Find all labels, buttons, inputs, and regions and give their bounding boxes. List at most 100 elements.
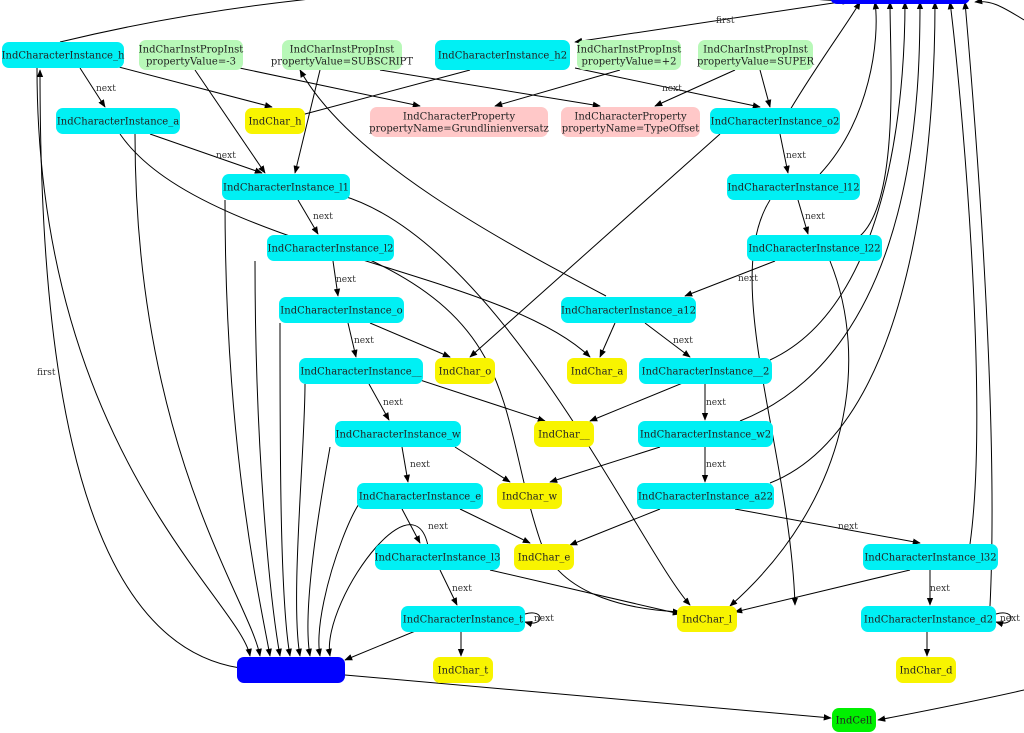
- edge-next-h-a: [79, 67, 106, 108]
- node-box: [861, 606, 996, 632]
- node-us2: IndCharacterInstance__2: [639, 358, 772, 384]
- node-ch_l: IndChar_l: [677, 606, 737, 632]
- node-box: [245, 108, 305, 134]
- node-l3: IndCharacterInstance_l3: [375, 544, 500, 570]
- node-box: [335, 421, 461, 447]
- node-label: propertyName=TypeOffset: [562, 124, 699, 135]
- edge-a22-list2: [769, 1, 939, 484]
- edge-o-ch_o: [369, 322, 451, 358]
- node-ch_us: IndChar__: [534, 421, 594, 447]
- edge-label-next: next: [96, 84, 116, 94]
- node-box: [2, 42, 124, 68]
- node-label: IndCharacterInstance_t: [403, 615, 523, 626]
- node-ch_h: IndChar_h: [245, 108, 305, 134]
- edge-layer: [36, 0, 1024, 722]
- node-box: [561, 297, 696, 323]
- node-box: [863, 544, 998, 570]
- node-box: [375, 544, 500, 570]
- edge-l3-list1: [325, 524, 431, 657]
- edge-h-list2: [59, 0, 851, 43]
- node-label: IndCharacterInstance_l1: [223, 183, 349, 194]
- node-box: [832, 708, 876, 732]
- node-label: IndCharInstPropInst: [577, 45, 682, 56]
- edge-label-next: next: [930, 584, 950, 594]
- edge-next-l12-l22: [797, 199, 810, 235]
- node-label: IndCharacterInstance_w: [336, 430, 461, 441]
- node-a22: IndCharacterInstance_a22: [637, 483, 774, 509]
- edge-us-list1: [295, 383, 306, 657]
- edge-pi4-pr2: [654, 69, 736, 107]
- edge-o2-ch_o: [469, 133, 721, 358]
- edge-label-next: next: [805, 212, 825, 222]
- node-box: [567, 358, 627, 384]
- node-box: [433, 657, 493, 683]
- edge-next-l22-a12: [684, 260, 776, 297]
- edge-e-ch_e: [459, 508, 531, 544]
- edge-label-first: first: [716, 16, 735, 26]
- edge-l12-list2: [819, 1, 880, 175]
- edge-a-list1: [134, 133, 262, 657]
- node-l1: IndCharacterInstance_l1: [222, 174, 350, 200]
- edge-h-ch_h: [114, 65, 273, 109]
- node-label: IndCharacterInstance__2: [642, 367, 770, 378]
- edge-next-l2-o: [332, 260, 341, 297]
- node-list2: [830, 0, 970, 4]
- node-l12: IndCharacterInstance_l12: [727, 174, 860, 200]
- node-label: IndChar_l: [682, 615, 732, 626]
- edge-label-next: next: [1000, 614, 1020, 624]
- node-label: IndCharacterInstance_a12: [561, 306, 696, 317]
- edge-label-next: next: [786, 151, 806, 161]
- node-box: [710, 108, 840, 134]
- edge-us2-ch_us: [589, 379, 691, 422]
- edge-next-a-l1: [149, 133, 263, 174]
- edge-o2-list2: [789, 1, 861, 111]
- edge-l22-list2: [859, 1, 894, 237]
- edge-right-cell: [877, 689, 1024, 722]
- edge-next-d2-self: [995, 612, 1012, 628]
- edge-label-next: next: [410, 460, 430, 470]
- node-label: IndChar__: [538, 430, 590, 441]
- edge-l32-ch_l: [734, 569, 911, 614]
- edge-label-next: next: [738, 274, 758, 284]
- node-ch_e: IndChar_e: [514, 544, 574, 570]
- node-w: IndCharacterInstance_w: [335, 421, 461, 447]
- node-cell: IndCell: [832, 708, 876, 732]
- edge-us-ch_us: [419, 379, 546, 422]
- edge-d2-list2: [962, 1, 993, 607]
- node-ch_o: IndChar_o: [435, 358, 495, 384]
- node-h: IndCharacterInstance_h: [2, 42, 125, 68]
- edge-label-next: next: [838, 522, 858, 532]
- node-label: propertyValue=SUPER: [697, 57, 814, 68]
- edge-l1-list1: [224, 199, 272, 657]
- node-box: [896, 657, 956, 683]
- node-box: [577, 40, 681, 70]
- node-box: [561, 107, 700, 137]
- edge-next-a12-us2: [644, 322, 691, 358]
- edge-label-next: next: [534, 614, 554, 624]
- edge-l32-list2: [947, 1, 978, 545]
- edge-label-next: next: [673, 336, 693, 346]
- edge-next-e-l3: [401, 508, 421, 544]
- node-box: [497, 483, 562, 509]
- node-pr2: IndCharacterPropertypropertyName=TypeOff…: [561, 107, 700, 137]
- node-e: IndCharacterInstance_e: [357, 483, 483, 509]
- node-box: [56, 108, 180, 134]
- edge-pi1-l1: [194, 69, 266, 174]
- node-box: [401, 606, 525, 632]
- edge-e-list1: [315, 495, 373, 657]
- node-w2: IndCharacterInstance_w2: [638, 421, 773, 447]
- edge-h2-ch_h: [289, 69, 471, 120]
- edge-label-next: next: [383, 398, 403, 408]
- edge-label-next: next: [706, 398, 726, 408]
- node-box: [370, 107, 548, 137]
- node-box: [267, 235, 394, 261]
- node-label: propertyValue=+2: [582, 57, 677, 68]
- edge-label-first: first: [37, 368, 56, 378]
- node-list1: [237, 657, 345, 683]
- node-box: [830, 0, 970, 4]
- node-pr1: IndCharacterPropertypropertyName=Grundli…: [369, 107, 549, 137]
- node-box: [727, 174, 860, 200]
